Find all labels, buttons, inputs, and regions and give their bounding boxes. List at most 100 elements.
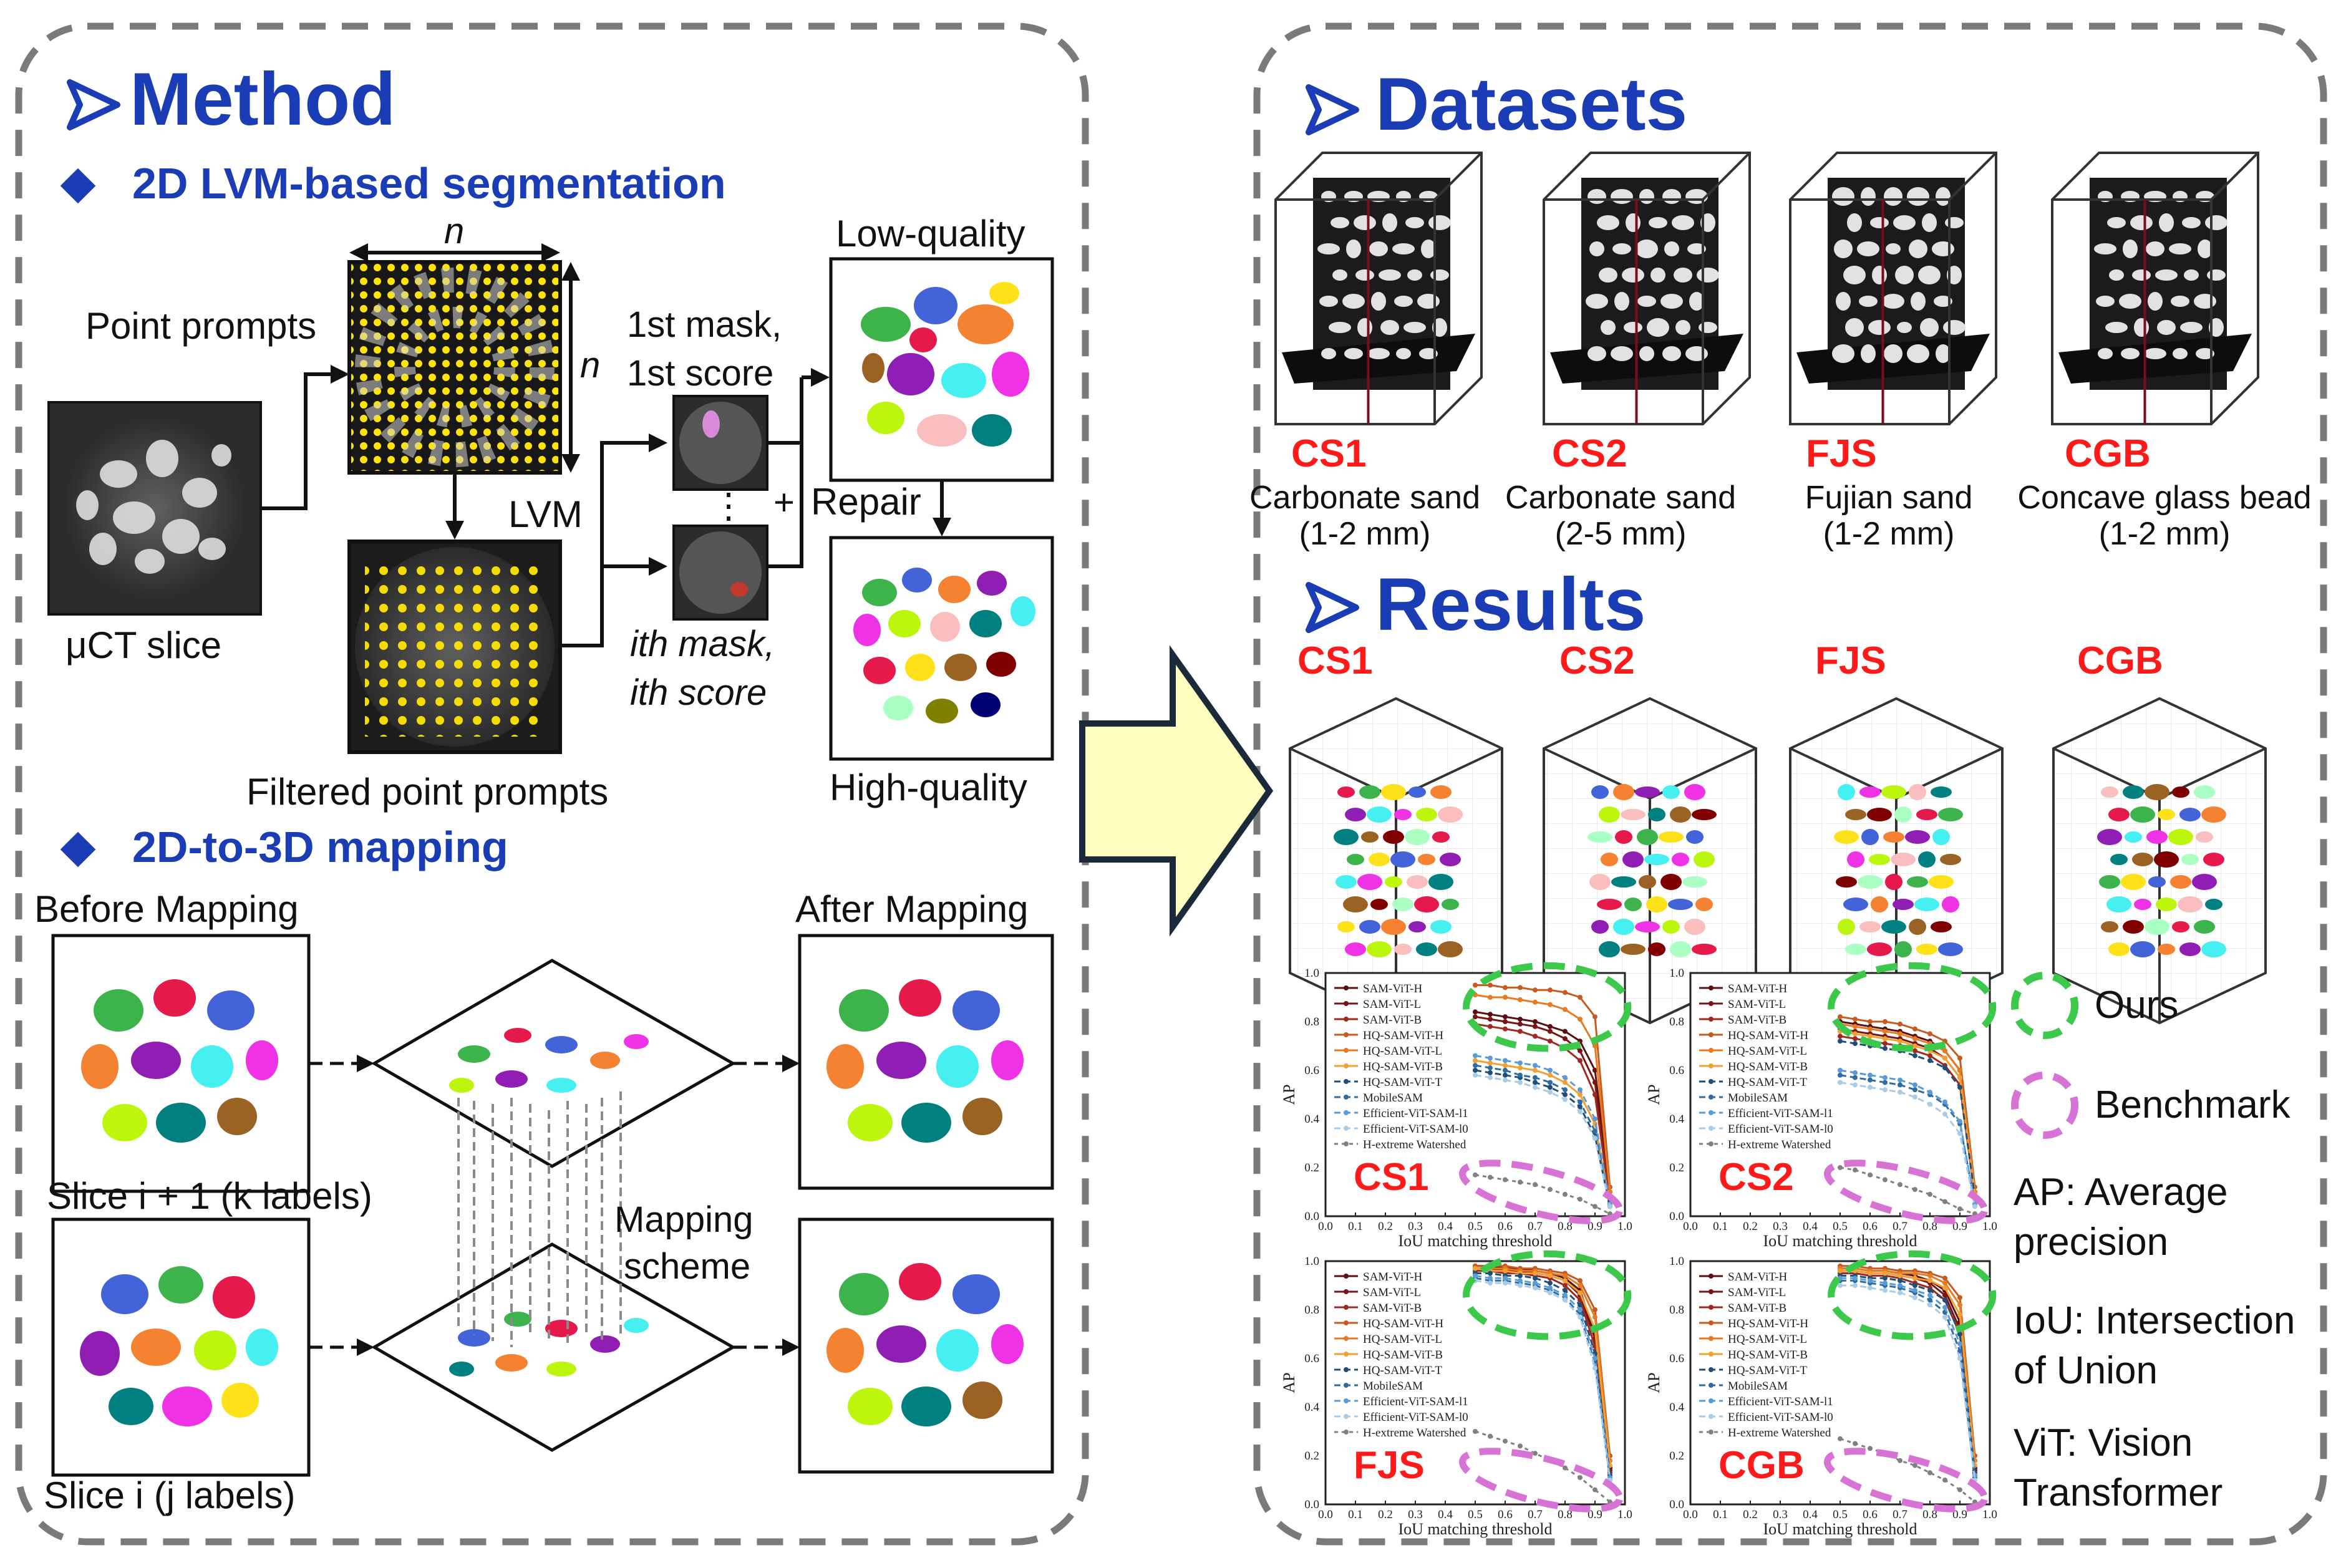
legend-entry: HQ-SAM-ViT-H	[1363, 1029, 1443, 1042]
chart-dataset-code: CGB	[1718, 1444, 1805, 1487]
before-slice-i1-blobs	[81, 979, 278, 1143]
data-point	[1473, 1172, 1478, 1178]
after-slice-i1-blobs	[826, 979, 1024, 1143]
data-point	[1592, 1128, 1597, 1134]
x-axis-label: IoU matching threshold	[1763, 1520, 1917, 1538]
legend-entry: HQ-SAM-ViT-T	[1728, 1364, 1807, 1377]
legend-marker	[1344, 1414, 1349, 1419]
data-point	[1548, 1038, 1553, 1044]
data-point	[1883, 1280, 1888, 1286]
side-legend: Ours Benchmark AP: Average precision IoU…	[2011, 972, 2295, 1514]
data-point	[1518, 1080, 1523, 1085]
data-point	[1838, 1436, 1843, 1441]
chevron-right-icon	[67, 79, 120, 130]
legend-marker	[1709, 1414, 1713, 1419]
data-point	[1853, 1070, 1858, 1075]
x-tick-label: 0.2	[1743, 1508, 1758, 1521]
data-point	[1838, 1165, 1843, 1170]
legend-entry: MobileSAM	[1363, 1091, 1423, 1105]
x-tick-label: 0.5	[1468, 1220, 1483, 1233]
x-axis-label: IoU matching threshold	[1763, 1232, 1917, 1250]
data-point	[1563, 1087, 1568, 1093]
data-point	[1883, 1087, 1888, 1093]
data-point	[1473, 1273, 1478, 1279]
point-prompts-image	[347, 260, 562, 475]
series-line	[1839, 1438, 1975, 1503]
legend-entry: HQ-SAM-ViT-B	[1728, 1060, 1808, 1073]
plot-frame	[1689, 1260, 1991, 1506]
datasets-title: Datasets	[1375, 62, 1687, 146]
data-point	[1518, 1283, 1523, 1288]
data-point	[1942, 1055, 1947, 1061]
data-point	[1898, 1082, 1902, 1088]
segmented-grains	[1834, 784, 1963, 957]
data-point	[1592, 1116, 1597, 1121]
legend-entry: HQ-SAM-ViT-B	[1363, 1348, 1443, 1362]
n-side-label: n	[580, 345, 600, 385]
dataset-size: (2-5 mm)	[1555, 516, 1687, 552]
x-tick-label: 0.8	[1558, 1508, 1573, 1521]
data-point	[1942, 1275, 1947, 1281]
data-point	[1563, 1075, 1568, 1080]
chart-dataset-code: CS2	[1718, 1156, 1794, 1199]
arrowhead	[445, 521, 464, 540]
dataset-cubes	[1274, 152, 2259, 425]
ap-def-a: AP: Average	[2014, 1171, 2228, 1214]
arrowhead	[782, 1338, 800, 1356]
data-point	[1503, 1438, 1508, 1444]
data-point	[1548, 1280, 1553, 1286]
series-line	[1475, 1430, 1611, 1503]
dataset-name: Fujian sand	[1805, 480, 1973, 516]
legend-entry: HQ-SAM-ViT-L	[1728, 1333, 1807, 1346]
data-point	[1563, 1028, 1568, 1034]
data-point	[1473, 982, 1478, 988]
data-point	[1927, 1053, 1932, 1058]
series-line	[1840, 1274, 1976, 1473]
series-line	[1840, 1277, 1976, 1476]
data-point	[1503, 1177, 1508, 1183]
data-point	[1548, 1273, 1553, 1279]
legend-entry: SAM-ViT-H	[1728, 1270, 1788, 1284]
uct-to-prompts-connector	[261, 372, 337, 510]
legend-marker	[1344, 1079, 1349, 1084]
legend-entry: SAM-ViT-B	[1363, 1302, 1422, 1315]
legend-marker	[1709, 1274, 1713, 1279]
ct-texture-overlay-1	[355, 268, 555, 467]
legend-marker	[1709, 1048, 1713, 1053]
legend-entry: Efficient-ViT-SAM-l0	[1363, 1411, 1468, 1424]
data-point	[1563, 1297, 1568, 1303]
legend-entry: Efficient-ViT-SAM-l1	[1363, 1107, 1468, 1120]
data-point	[1533, 1033, 1538, 1039]
data-point	[1898, 1031, 1902, 1037]
legend-entry: Efficient-ViT-SAM-l1	[1728, 1395, 1833, 1408]
x-tick-label: 0.1	[1348, 1220, 1363, 1233]
y-tick-label: 0.6	[1669, 1064, 1684, 1077]
data-point	[1868, 1285, 1873, 1290]
dataset-code: FJS	[1806, 432, 1877, 475]
data-point	[1868, 1019, 1873, 1024]
legend-entry: H-extreme Watershed	[1728, 1426, 1831, 1440]
mask1-highlight	[702, 410, 720, 438]
data-point	[1503, 1026, 1508, 1032]
data-point	[1548, 1024, 1553, 1029]
data-point	[1927, 1101, 1932, 1107]
x-tick-label: 0.7	[1528, 1508, 1543, 1521]
data-point	[1957, 1332, 1962, 1337]
data-point	[1853, 1075, 1858, 1080]
arrowhead	[782, 1055, 800, 1072]
data-point	[1533, 1063, 1538, 1068]
data-point	[1912, 1463, 1917, 1468]
y-tick-label: 0.8	[1669, 1304, 1684, 1317]
legend-entry: HQ-SAM-ViT-T	[1363, 1076, 1442, 1089]
legend-entry: SAM-ViT-H	[1728, 982, 1788, 995]
dataset-cube	[2051, 152, 2259, 425]
mapping-plane-top	[371, 959, 737, 1168]
dataset-size: (1-2 mm)	[2099, 516, 2231, 552]
mapping-vertical-links	[457, 1091, 622, 1347]
series-line	[1839, 1074, 1976, 1204]
data-point	[1578, 1087, 1583, 1093]
benchmark-highlight	[1459, 1159, 1624, 1224]
data-point	[1592, 1092, 1597, 1097]
legend-entry: Efficient-ViT-SAM-l0	[1728, 1411, 1833, 1424]
legend-marker	[1344, 1430, 1349, 1435]
